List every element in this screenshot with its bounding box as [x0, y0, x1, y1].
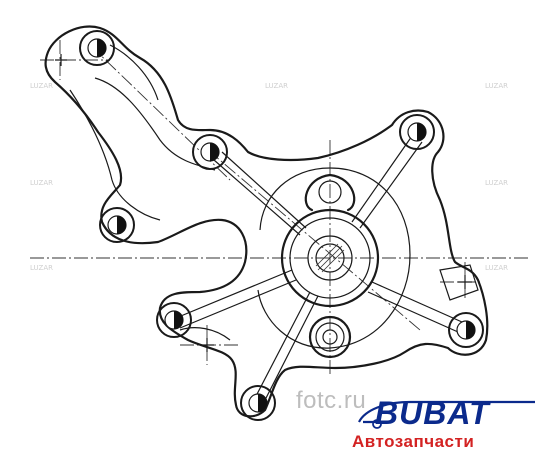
- bearing-hub: [280, 208, 380, 308]
- bolt-hole-top-left: [79, 30, 115, 66]
- flange-lower-left: [179, 327, 231, 341]
- svg-text:LUZAR: LUZAR: [485, 82, 508, 90]
- svg-text:LUZAR: LUZAR: [485, 179, 508, 187]
- svg-text:LUZAR: LUZAR: [30, 82, 53, 90]
- brand-subtitle: Автозапчасти: [352, 432, 475, 451]
- center-marks: [55, 54, 472, 352]
- brand-name: BUBAT: [375, 395, 490, 431]
- ribs: [175, 135, 463, 403]
- inner-rib-top: [94, 77, 216, 171]
- site-watermark: fotc.ru: [296, 387, 367, 414]
- svg-text:LUZAR: LUZAR: [265, 82, 288, 90]
- construction-lines: [30, 40, 530, 375]
- svg-text:LUZAR: LUZAR: [30, 264, 53, 272]
- volute-outline: [257, 167, 411, 349]
- bolt-hole-lower-left: [156, 302, 192, 338]
- upper-boss: [304, 173, 356, 212]
- pump-housing: [44, 25, 489, 418]
- svg-text:LUZAR: LUZAR: [30, 179, 53, 187]
- bolt-hole-upper-mid: [192, 134, 228, 170]
- car-silhouette-icon: [358, 400, 535, 429]
- bolt-hole-mid-left: [99, 207, 135, 243]
- lower-boss: [308, 315, 352, 359]
- housing-outline: [44, 25, 489, 418]
- watermark-marks: LUZAR LUZAR LUZAR LUZAR LUZAR LUZAR LUZA…: [30, 82, 508, 272]
- svg-text:LUZAR: LUZAR: [485, 264, 508, 272]
- bolt-hole-right: [448, 312, 484, 348]
- bolt-hole-bottom: [240, 385, 276, 421]
- bolt-holes: [79, 30, 484, 421]
- flange-right: [439, 264, 479, 301]
- inner-rib-upper: [109, 44, 159, 101]
- inner-rib-left: [69, 89, 161, 221]
- bolt-hole-top-right: [399, 114, 435, 150]
